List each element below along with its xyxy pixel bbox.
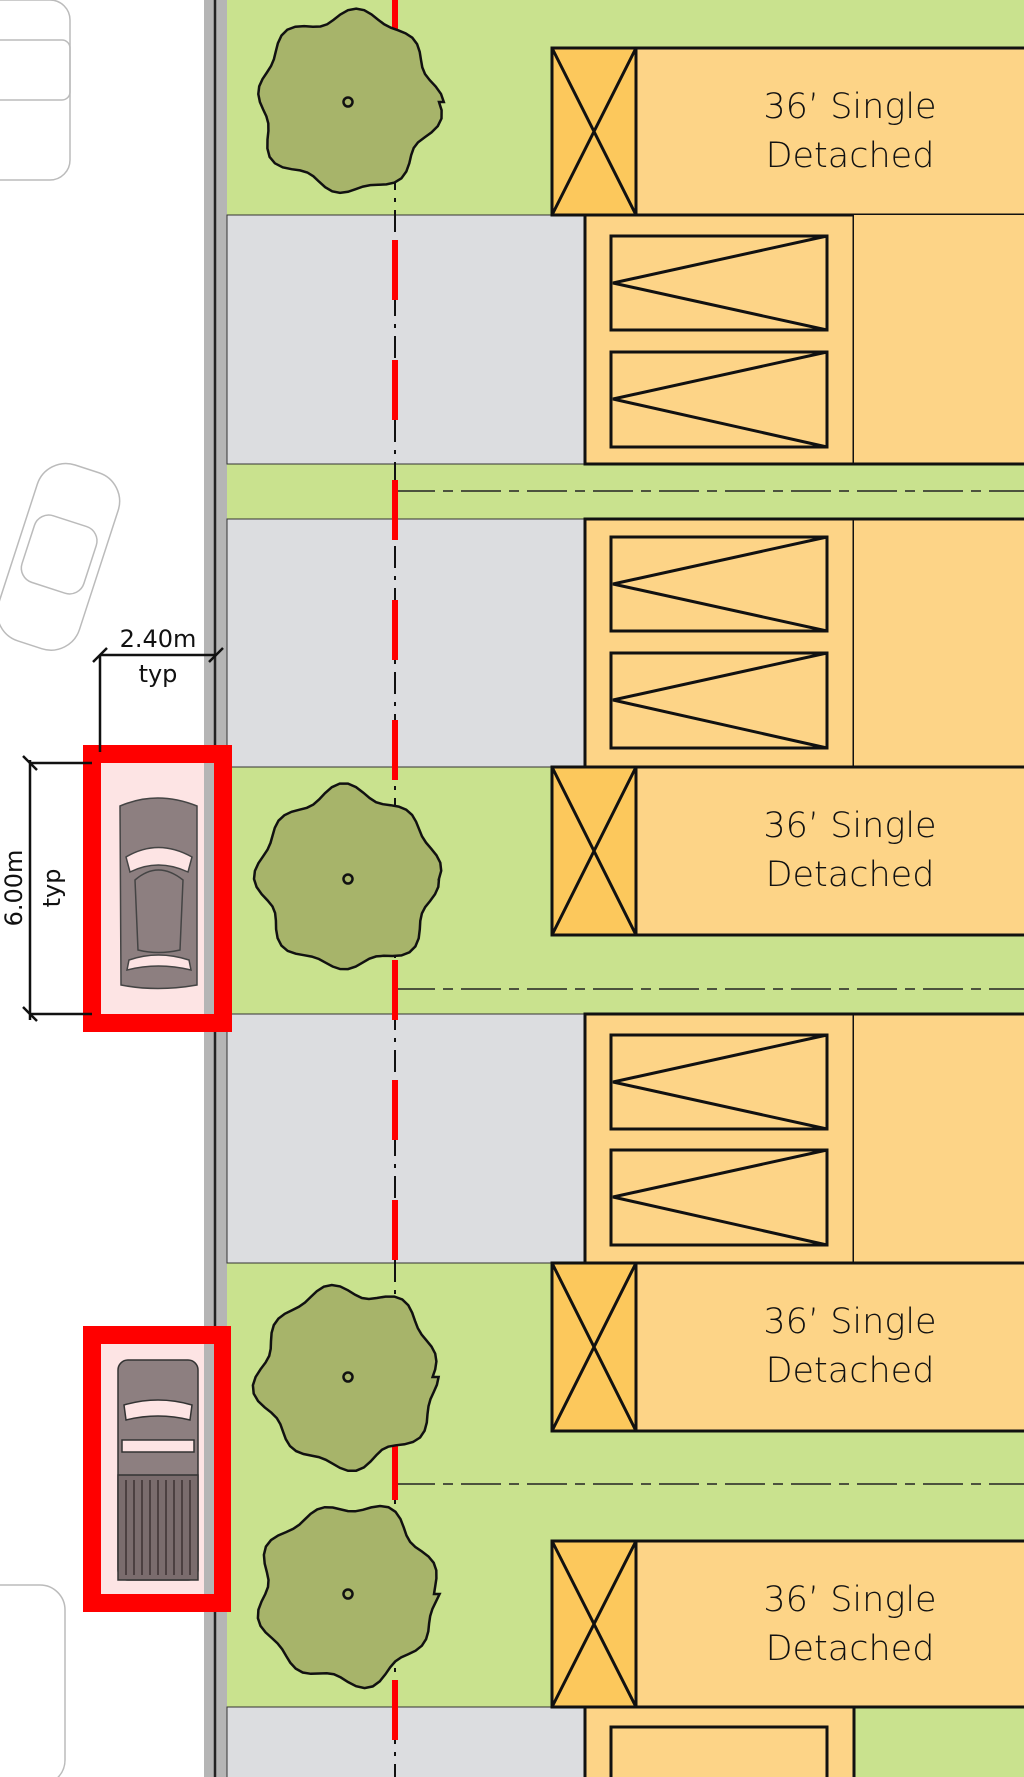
house-2 — [550, 517, 1024, 937]
house-4 — [550, 1539, 1024, 1777]
garage-door — [609, 1725, 829, 1777]
house-label: Detached — [766, 855, 935, 895]
house-label: 36’ Single — [763, 1580, 936, 1620]
background-car-icon — [0, 1584, 66, 1777]
house-label: Detached — [766, 1351, 935, 1391]
driveway — [226, 214, 586, 465]
tree-trunk-marker — [342, 1371, 354, 1383]
house-label: 36’ Single — [763, 1302, 936, 1342]
driveway — [226, 1706, 586, 1777]
tree-icon — [256, 1504, 442, 1690]
house-label: Detached — [766, 136, 935, 176]
garage-door — [609, 535, 829, 633]
pickup-truck-icon — [117, 1359, 199, 1581]
garage-door — [609, 651, 829, 750]
driveway — [226, 1013, 586, 1264]
house-label: 36’ Single — [763, 87, 936, 127]
garage-door — [609, 350, 829, 449]
garage-door — [609, 234, 829, 332]
tree-trunk-marker — [342, 873, 354, 885]
tree-icon — [251, 1283, 441, 1473]
background-cars — [0, 0, 121, 1777]
dimension-width-note: typ — [139, 660, 178, 688]
tree-icon — [257, 7, 446, 195]
tree-trunk-marker — [342, 1588, 354, 1600]
car-icon — [119, 797, 198, 990]
tree-icon — [252, 782, 443, 971]
house-1 — [550, 46, 1024, 466]
parking-space-2 — [83, 1326, 231, 1612]
garage-door — [609, 1148, 829, 1247]
dimension-length-note: typ — [38, 869, 66, 908]
house-3 — [550, 1012, 1024, 1433]
parking-space-1 — [83, 745, 232, 1032]
garage-door — [609, 1033, 829, 1131]
house-label: 36’ Single — [763, 806, 936, 846]
house-label: Detached — [766, 1629, 935, 1669]
dimension-width-value: 2.40m — [120, 625, 197, 653]
dimension-length-value: 6.00m — [0, 850, 28, 927]
background-car-icon — [0, 462, 121, 651]
dimension-width — [92, 647, 224, 752]
driveway — [226, 518, 586, 768]
tree-trunk-marker — [342, 96, 354, 108]
dimension-length — [22, 755, 92, 1022]
